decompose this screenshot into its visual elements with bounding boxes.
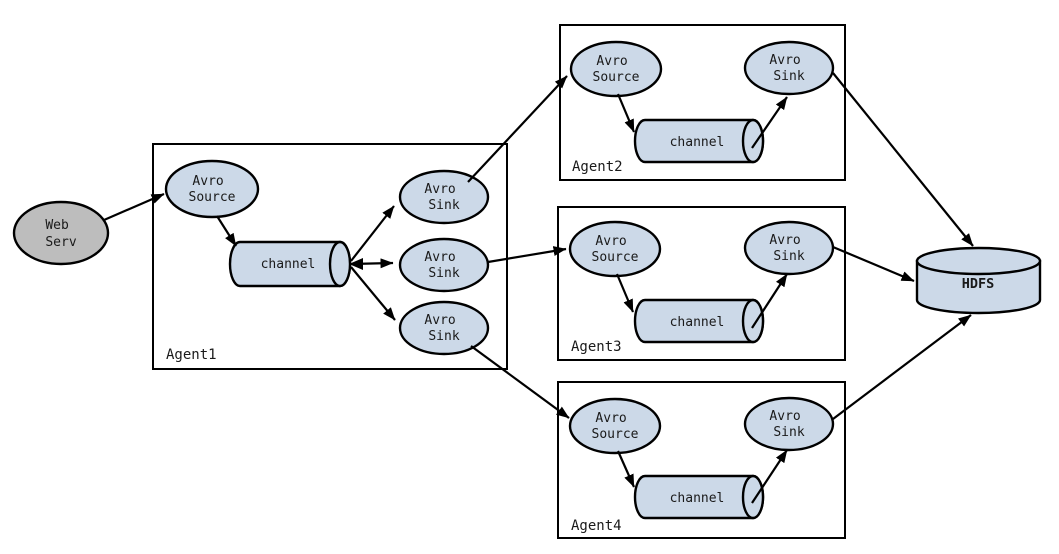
- agent2-avro-sink-label: Avro Sink: [769, 53, 808, 84]
- agent1-label: Agent1: [166, 347, 217, 363]
- agent2-channel-cap: [741, 118, 765, 164]
- agent1-avro-sink-3-node: Avro Sink: [398, 300, 490, 356]
- edge-sink1-to-agent2-source: [467, 75, 568, 183]
- agent2-avro-sink-shape: [743, 40, 835, 96]
- agent4-avro-sink-label-line1: Avro: [769, 409, 800, 424]
- agent3-label: Agent3: [571, 339, 622, 355]
- edge-agent4-channel-to-sink: [751, 449, 788, 504]
- web-server-node: Web Serv: [12, 200, 110, 266]
- agent1-channel-back-arrowhead: [349, 258, 363, 270]
- edge-agent1-channel-to-sink1: [350, 205, 395, 262]
- agent1-avro-sink-1-label: Avro Sink: [424, 182, 463, 213]
- agent3-avro-sink-node: Avro Sink: [743, 220, 835, 276]
- agent4-channel-label: channel: [670, 491, 725, 506]
- agent1-avro-sink-1-label-line1: Avro: [424, 182, 455, 197]
- edge-agent2-source-to-channel: [616, 93, 636, 133]
- agent4-channel-cap: [741, 474, 765, 520]
- edge-sink2-to-agent3-source: [487, 246, 567, 264]
- agent3-channel-cap: [741, 298, 765, 344]
- agent1-avro-source-label-line2: Source: [189, 190, 236, 205]
- agent1-avro-sink-2-label-line2: Sink: [428, 266, 459, 281]
- hdfs-node: HDFS: [915, 246, 1042, 315]
- agent3-avro-source-node: Avro Source: [568, 220, 662, 278]
- agent1-channel-label: channel: [261, 257, 316, 272]
- agent4-label: Agent4: [571, 518, 622, 534]
- agent2-avro-sink-label-line2: Sink: [773, 69, 804, 84]
- agent1-channel-cap: [328, 240, 352, 288]
- agent4-avro-sink-label-line2: Sink: [773, 425, 804, 440]
- hdfs-label: HDFS: [962, 276, 995, 292]
- agent1-avro-sink-3-label-line1: Avro: [424, 313, 455, 328]
- agent1-avro-sink-2-shape: [398, 237, 490, 293]
- edge-agent2-sink-to-hdfs: [832, 72, 974, 247]
- agent1-avro-sink-2-node: Avro Sink: [398, 237, 490, 293]
- edge-agent3-sink-to-hdfs: [832, 245, 915, 283]
- web-server-label: Web Serv: [45, 218, 76, 250]
- agent4-avro-sink-label: Avro Sink: [769, 409, 808, 440]
- agent1-avro-sink-2-label: Avro Sink: [424, 250, 463, 281]
- agent4-avro-source-label: Avro Source: [592, 411, 639, 442]
- web-server-shape: [12, 200, 110, 266]
- agent3-avro-source-label-line1: Avro: [595, 234, 626, 249]
- edge-agent4-sink-to-hdfs: [832, 314, 972, 420]
- agent4-avro-sink-shape: [743, 396, 835, 452]
- agent1-avro-sink-1-node: Avro Sink: [398, 169, 490, 225]
- agent1-avro-sink-3-label-line2: Sink: [428, 329, 459, 344]
- agent4-avro-source-label-line1: Avro: [595, 411, 626, 426]
- edge-agent3-channel-to-sink: [751, 273, 788, 329]
- edge-agent1-channel-to-sink3: [350, 266, 396, 321]
- agent3-avro-sink-label: Avro Sink: [769, 233, 808, 264]
- hdfs-top-cap: [915, 246, 1042, 276]
- edges: [103, 72, 974, 504]
- agent3-channel-node: channel: [633, 298, 765, 344]
- agent1-avro-source-label: Avro Source: [189, 174, 236, 205]
- agent3-avro-source-label: Avro Source: [592, 234, 639, 265]
- agent2-avro-source-label-line1: Avro: [596, 54, 627, 69]
- hdfs-body: [915, 259, 1042, 315]
- agent3-avro-sink-label-line2: Sink: [773, 249, 804, 264]
- agent2-channel-node: channel: [633, 118, 765, 164]
- agent1-avro-sink-1-label-line2: Sink: [428, 198, 459, 213]
- agent2-avro-sink-node: Avro Sink: [743, 40, 835, 96]
- agent2-avro-source-node: Avro Source: [569, 40, 663, 98]
- agent2-avro-source-label: Avro Source: [593, 54, 640, 85]
- edge-agent4-source-to-channel: [616, 450, 636, 488]
- agent1-avro-source-shape: [164, 159, 260, 219]
- agent3-avro-sink-shape: [743, 220, 835, 276]
- edge-agent1-source-to-channel: [216, 215, 237, 247]
- agent1-avro-source-label-line1: Avro: [192, 174, 223, 189]
- agent1-avro-sink-1-shape: [398, 169, 490, 225]
- agent2-avro-source-shape: [569, 40, 663, 98]
- edge-agent3-source-to-channel: [615, 273, 635, 313]
- edge-websrv-to-agent1-source: [103, 192, 165, 222]
- agent3-channel-label: channel: [670, 315, 725, 330]
- agent4-avro-source-label-line2: Source: [592, 427, 639, 442]
- agent3-avro-source-shape: [568, 220, 662, 278]
- agent2-label: Agent2: [572, 159, 623, 175]
- agent3-avro-source-label-line2: Source: [592, 250, 639, 265]
- agent1-avro-source-node: Avro Source: [164, 159, 260, 219]
- agent4-channel-node: channel: [633, 474, 765, 520]
- agent1-avro-sink-3-label: Avro Sink: [424, 313, 463, 344]
- agent1-channel-node: channel: [228, 240, 352, 288]
- agent3-avro-sink-label-line1: Avro: [769, 233, 800, 248]
- agent2-channel-label: channel: [670, 135, 725, 150]
- web-server-label-line1: Web: [45, 218, 69, 233]
- agent1-avro-sink-2-label-line1: Avro: [424, 250, 455, 265]
- agent2-avro-source-label-line2: Source: [593, 70, 640, 85]
- edge-sink3-to-agent4-source: [470, 345, 570, 419]
- agent2-avro-sink-label-line1: Avro: [769, 53, 800, 68]
- agent4-avro-sink-node: Avro Sink: [743, 396, 835, 452]
- agent1-avro-sink-3-shape: [398, 300, 490, 356]
- agent4-avro-source-shape: [568, 397, 662, 455]
- edge-agent2-channel-to-sink: [751, 96, 788, 149]
- web-server-label-line2: Serv: [45, 235, 76, 250]
- agent4-avro-source-node: Avro Source: [568, 397, 662, 455]
